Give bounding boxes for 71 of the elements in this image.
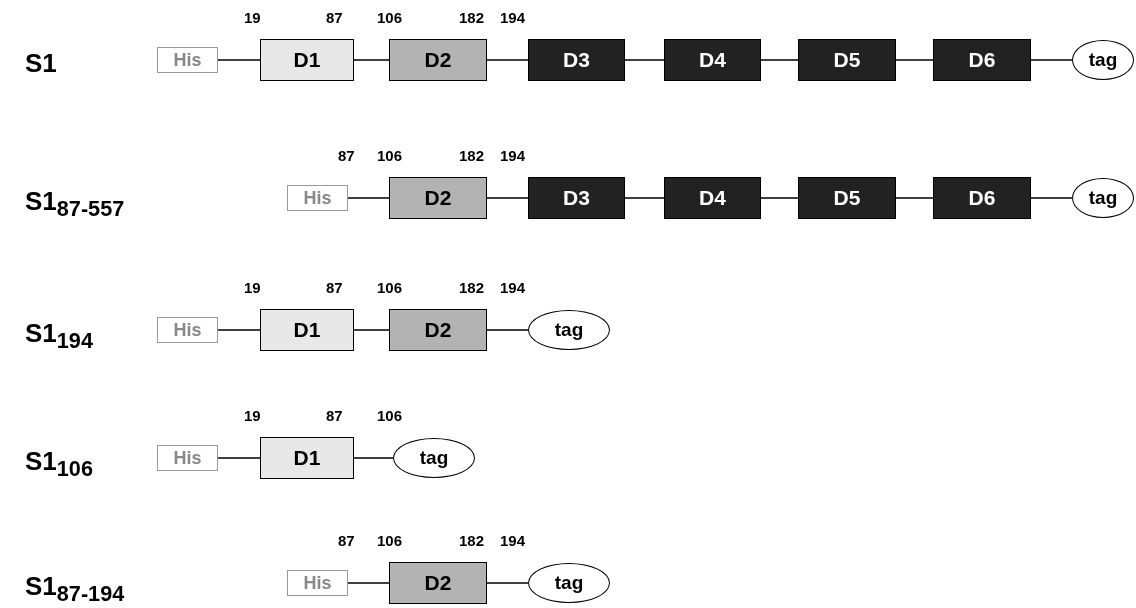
position-number: 182 [459,279,485,296]
position-number: 182 [459,147,485,164]
connector-line [217,59,261,61]
position-number: 19 [244,279,261,296]
domain-box: D2 [389,177,487,219]
position-number: 19 [244,407,261,424]
domain-box: D1 [260,437,354,479]
position-number: 194 [500,9,526,26]
tag-ellipse: tag [1072,40,1134,80]
position-number: 106 [377,9,403,26]
tag-box: His [287,570,348,596]
connector-line [347,582,390,584]
domain-box: D2 [389,309,487,351]
domain-box: D1 [260,309,354,351]
connector-line [895,197,934,199]
tag-ellipse: tag [393,438,475,478]
position-number: 106 [377,407,403,424]
position-number: 87 [338,147,355,164]
connector-line [624,197,665,199]
position-number: 106 [377,147,403,164]
domain-box: D6 [933,39,1031,81]
connector-line [486,197,529,199]
connector-line [353,59,390,61]
domain-box: D1 [260,39,354,81]
domain-box: D5 [798,177,896,219]
position-number: 106 [377,279,403,296]
position-number: 87 [326,9,343,26]
domain-box: D3 [528,39,625,81]
tag-ellipse: tag [528,563,610,603]
connector-line [895,59,934,61]
connector-line [760,197,799,199]
position-number: 194 [500,279,526,296]
connector-line [486,59,529,61]
position-number: 182 [459,532,485,549]
construct-label: S1 [25,48,57,79]
connector-line [217,329,261,331]
connector-line [1030,197,1073,199]
tag-ellipse: tag [528,310,610,350]
connector-line [353,457,394,459]
domain-box: D4 [664,39,761,81]
position-number: 87 [338,532,355,549]
connector-line [624,59,665,61]
tag-box: His [157,317,218,343]
domain-box: D6 [933,177,1031,219]
position-number: 182 [459,9,485,26]
domain-box: D5 [798,39,896,81]
connector-line [353,329,390,331]
position-number: 194 [500,532,526,549]
connector-line [347,197,390,199]
position-number: 87 [326,279,343,296]
position-number: 87 [326,407,343,424]
position-number: 194 [500,147,526,164]
position-number: 19 [244,9,261,26]
connector-line [760,59,799,61]
domain-box: D2 [389,562,487,604]
construct-label: S1$_{87-194}$ [25,571,125,608]
position-number: 106 [377,532,403,549]
construct-label: S1$_{87-557}$ [25,186,125,223]
connector-line [486,582,529,584]
tag-box: His [157,445,218,471]
construct-label: S1$_{194}$ [25,318,93,355]
tag-box: His [287,185,348,211]
domain-box: D3 [528,177,625,219]
construct-label: S1$_{106}$ [25,446,93,483]
connector-line [486,329,529,331]
connector-line [1030,59,1073,61]
domain-box: D2 [389,39,487,81]
connector-line [217,457,261,459]
tag-ellipse: tag [1072,178,1134,218]
domain-box: D4 [664,177,761,219]
tag-box: His [157,47,218,73]
